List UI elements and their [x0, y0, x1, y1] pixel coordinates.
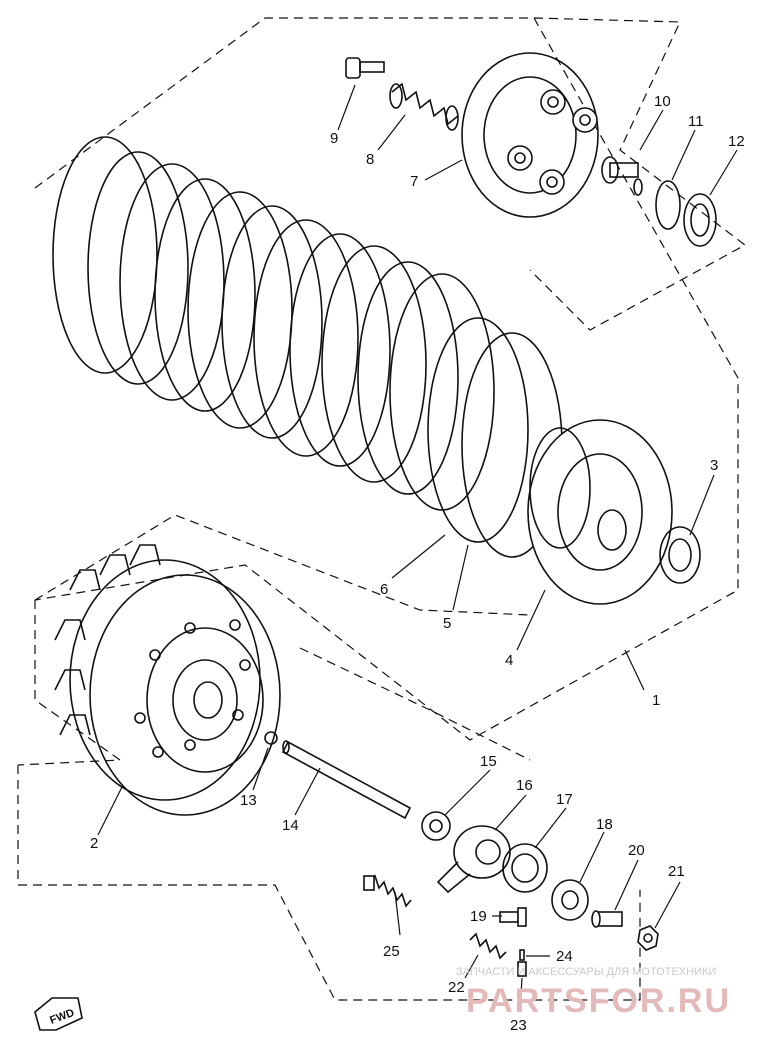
push-rod-14	[281, 740, 412, 820]
callout-1: 1	[652, 692, 660, 709]
callout-4: 4	[505, 652, 513, 669]
screw-19	[499, 907, 527, 927]
oil-seal-17	[502, 843, 548, 893]
push-rod-end	[601, 156, 643, 196]
callout-16: 16	[516, 777, 533, 794]
callout-10: 10	[654, 93, 671, 110]
adjusting-screw-20	[591, 910, 623, 928]
watermark-logo: PARTSFOR.RU	[466, 982, 731, 1020]
pin-23	[517, 961, 527, 977]
callout-3: 3	[710, 457, 718, 474]
callout-11: 11	[688, 113, 704, 130]
bearing-15	[421, 811, 451, 841]
callout-labels: 1 2 3 4 5 6 7 8 9 10 11 12 13 14 15 16 1…	[90, 93, 745, 1034]
watermark-caption: ЗАПЧАСТИ И АКСЕССУАРЫ ДЛЯ МОТОТЕХНИКИ	[456, 966, 716, 978]
callout-24: 24	[556, 948, 573, 965]
callout-9: 9	[330, 130, 338, 147]
bolt-9	[345, 57, 385, 79]
callout-25: 25	[383, 943, 400, 960]
ball-13	[264, 731, 278, 745]
callout-18: 18	[596, 816, 613, 833]
callout-15: 15	[480, 753, 497, 770]
spring-22	[469, 932, 507, 960]
adjuster-18	[551, 879, 589, 921]
clutch-plate-stack	[52, 136, 563, 558]
pressure-plate	[461, 52, 599, 218]
callout-23: 23	[510, 1017, 527, 1034]
leader-lines	[97, 84, 738, 1013]
group-outline-pressure-plate	[529, 17, 747, 331]
fwd-arrow-icon: FWD	[34, 997, 83, 1031]
clutch-housing-gear	[54, 544, 281, 816]
clutch-boss	[527, 419, 673, 605]
washer-12	[683, 193, 717, 247]
callout-5: 5	[443, 615, 451, 632]
callout-2: 2	[90, 835, 98, 852]
callout-21: 21	[668, 863, 685, 880]
push-lever-16	[436, 825, 511, 894]
group-outline-primary-gear	[17, 600, 641, 1001]
callout-8: 8	[366, 151, 374, 168]
callout-12: 12	[728, 133, 745, 150]
callout-22: 22	[448, 979, 465, 996]
pin-24	[519, 949, 525, 961]
callout-20: 20	[628, 842, 645, 859]
callout-6: 6	[380, 581, 388, 598]
washer-3	[659, 526, 701, 584]
callout-19: 19	[470, 908, 487, 925]
watermark: ЗАПЧАСТИ И АКСЕССУАРЫ ДЛЯ МОТОТЕХНИКИ PA…	[456, 966, 731, 1020]
group-outline-assembly-1	[34, 17, 739, 741]
callout-13: 13	[240, 792, 257, 809]
callout-17: 17	[556, 791, 573, 808]
callout-14: 14	[282, 817, 299, 834]
clutch-spring	[389, 82, 459, 131]
callout-7: 7	[410, 173, 418, 190]
circlip-11	[655, 180, 681, 230]
spring-25	[363, 874, 412, 908]
locknut-21	[637, 925, 659, 951]
